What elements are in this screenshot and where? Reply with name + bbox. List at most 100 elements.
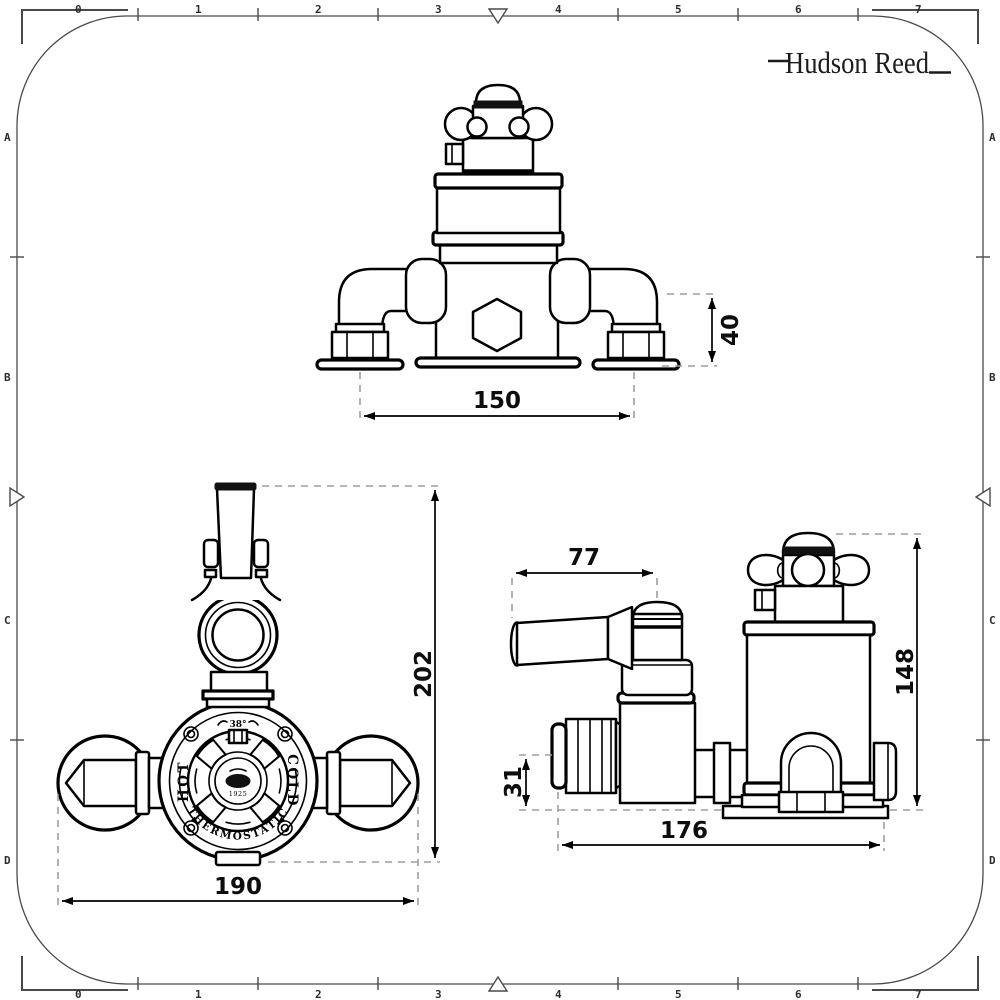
center-mark-left xyxy=(9,486,26,508)
wall-plate-center xyxy=(414,356,582,369)
stem-block xyxy=(773,584,845,624)
thermostatic-dial: 1925 38° HOT COLD THERMOSTATIC xyxy=(157,689,319,867)
right-ruler: A B C D xyxy=(974,131,996,867)
arch-hex-nut xyxy=(777,790,845,814)
ruler-number: 1 xyxy=(195,988,202,1000)
wall-plate-left xyxy=(315,358,405,371)
cap-band xyxy=(473,100,523,109)
lever-cap xyxy=(214,482,257,491)
main-body-column xyxy=(740,531,898,814)
collar-step-right xyxy=(254,568,269,579)
cross-knob-front xyxy=(466,116,488,138)
outlet-arch-outer xyxy=(779,731,843,797)
diverter-lower-body xyxy=(618,701,697,805)
stem-block xyxy=(461,136,535,175)
cross-knob-front xyxy=(790,552,826,588)
zone-letter: C xyxy=(989,614,996,627)
bottom-outlet-stub xyxy=(214,850,262,867)
stop-tab xyxy=(753,588,777,612)
dome-cap xyxy=(781,531,836,555)
dimension-150: 150 xyxy=(359,372,635,421)
dome-cap xyxy=(474,83,522,105)
dial-index-tab xyxy=(227,728,249,745)
dial-cold-label: COLD xyxy=(284,754,300,808)
center-mark-top xyxy=(487,8,509,25)
dim-label-77: 77 xyxy=(568,545,600,571)
flange-upper xyxy=(433,172,564,190)
dial-center-knob xyxy=(225,774,251,788)
union-nut xyxy=(330,330,390,360)
rear-port xyxy=(872,741,898,802)
dial-hot-label: HOT xyxy=(176,760,192,802)
dial-temp-label: 38° xyxy=(229,720,246,730)
pivot-lug-right xyxy=(252,538,270,569)
dimension-202: 202 xyxy=(262,485,440,863)
zone-letter: C xyxy=(4,614,11,627)
barrel xyxy=(435,186,562,235)
dimension-40: 40 xyxy=(662,293,744,367)
hex-nut xyxy=(471,297,523,353)
dim-label-40: 40 xyxy=(718,314,744,346)
lever-handle xyxy=(215,487,256,580)
badge-top-scroll xyxy=(229,768,247,772)
ruler-number: 2 xyxy=(315,988,322,1000)
wall-plate-right xyxy=(591,358,681,371)
zone-letter: D xyxy=(989,854,996,867)
dimension-77: 77 xyxy=(511,545,658,618)
dim-label-148: 148 xyxy=(893,648,919,696)
cross-handle-top-view xyxy=(443,83,554,142)
corner-mark-top-left xyxy=(21,9,128,44)
side-view-drawing: 77 148 31 176 xyxy=(501,531,923,851)
front-view-drawing: 1925 38° HOT COLD THERMOSTATIC 202 xyxy=(56,482,440,906)
rotation-arrow-left xyxy=(178,768,199,825)
corner-mark-bottom-left xyxy=(21,956,128,991)
zone-letter: A xyxy=(4,131,11,144)
ruler-number: 3 xyxy=(435,988,442,1000)
ruler-number: 6 xyxy=(795,988,802,1000)
dim-label-176: 176 xyxy=(660,818,708,844)
top-view-drawing: 150 40 xyxy=(315,83,744,421)
dim-label-150: 150 xyxy=(473,388,521,414)
dimension-148: 148 xyxy=(836,533,923,811)
union-elbow-right xyxy=(588,267,681,371)
corner-trim-marks xyxy=(21,9,979,991)
bottom-ruler: 0 1 2 3 4 5 6 7 xyxy=(75,975,922,1000)
ruler-number: 4 xyxy=(555,988,562,1000)
union-nut xyxy=(606,330,666,360)
dimension-31: 31 xyxy=(501,754,724,811)
neck-flange-2 xyxy=(205,697,271,709)
cartridge-head xyxy=(631,612,684,662)
pivot-lug-left xyxy=(202,538,220,569)
dim-label-31: 31 xyxy=(501,766,527,798)
ruler-number: 7 xyxy=(915,3,922,16)
lever-ring-joint xyxy=(197,594,279,676)
dimension-190: 190 xyxy=(57,794,419,906)
zone-letter: D xyxy=(4,854,11,867)
cross-knob-left xyxy=(746,553,784,587)
lever-bell xyxy=(192,574,280,600)
rotation-arrow-right xyxy=(277,768,298,825)
corner-mark-bottom-right xyxy=(872,956,979,991)
ruler-number: 5 xyxy=(675,3,682,16)
dimension-176: 176 xyxy=(557,792,885,851)
ruler-number: 3 xyxy=(435,3,442,16)
zone-letter: B xyxy=(989,371,996,384)
top-ruler: 0 1 2 3 4 5 6 7 xyxy=(75,3,922,25)
dial-year-label: 1925 xyxy=(229,790,248,798)
ruler-number: 0 xyxy=(75,3,82,16)
cartridge-dome xyxy=(631,600,684,620)
union-shoulder-left xyxy=(404,257,448,325)
connector-flange xyxy=(712,741,732,805)
zone-letter: B xyxy=(4,371,11,384)
ruler-number: 1 xyxy=(195,3,202,16)
union-elbow-left xyxy=(315,267,408,371)
lever-handle-side xyxy=(515,615,610,667)
brand-logo: Hudson Reed xyxy=(768,45,951,80)
body-top xyxy=(438,243,559,265)
dial-neck xyxy=(209,670,269,694)
stop-tab xyxy=(444,142,465,166)
cross-knob-right xyxy=(833,553,871,587)
outlet-cap xyxy=(550,722,568,790)
brand-name: Hudson Reed xyxy=(785,45,929,80)
